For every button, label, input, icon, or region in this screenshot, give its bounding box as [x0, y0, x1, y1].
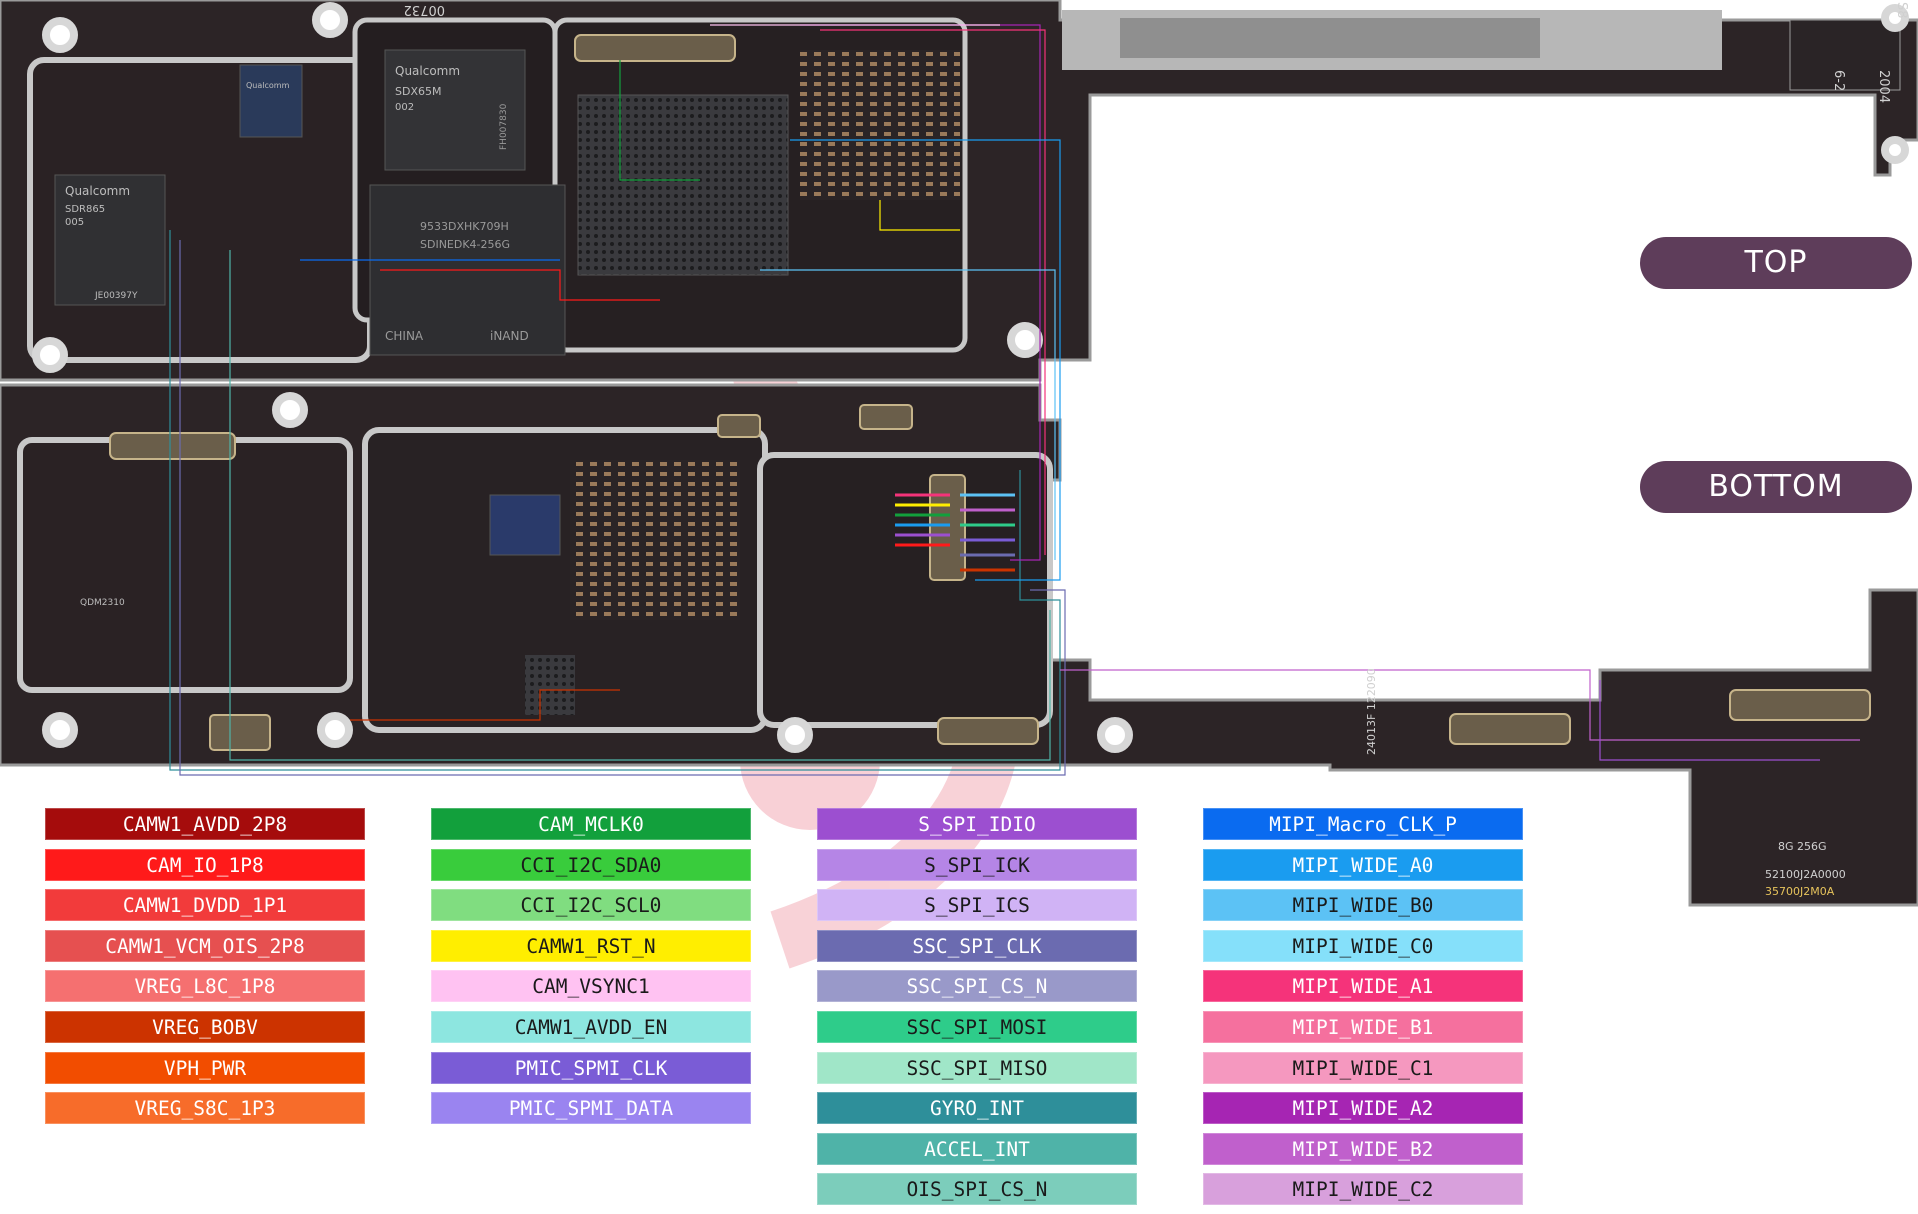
- svg-text:CHINA: CHINA: [385, 329, 424, 343]
- legend-item[interactable]: VPH_PWR: [45, 1051, 365, 1084]
- legend-item[interactable]: CCI_I2C_SCL0: [431, 889, 751, 922]
- svg-text:Qualcomm: Qualcomm: [246, 81, 290, 90]
- legend-item[interactable]: MIPI_WIDE_A2: [1203, 1092, 1523, 1125]
- legend-item[interactable]: MIPI_Macro_CLK_P: [1203, 808, 1523, 840]
- svg-text:8G 256G: 8G 256G: [1778, 840, 1827, 853]
- board-silkscreen: 00732 2004 6-2 S8 24013F 122090 8G 256G …: [404, 2, 1909, 898]
- legend-item[interactable]: PMIC_SPMI_CLK: [431, 1051, 751, 1084]
- svg-text:00732: 00732: [404, 2, 445, 17]
- svg-text:SDINEDK4-256G: SDINEDK4-256G: [420, 238, 510, 251]
- chip-soc-bga: [577, 94, 789, 276]
- legend-item[interactable]: CAMW1_AVDD_EN: [431, 1010, 751, 1043]
- svg-text:9533DXHK709H: 9533DXHK709H: [420, 220, 509, 233]
- svg-text:FH007830: FH007830: [499, 103, 509, 150]
- legend-item[interactable]: CAMW1_AVDD_2P8: [45, 808, 365, 840]
- svg-text:SDX65M: SDX65M: [395, 85, 441, 98]
- legend-item[interactable]: MIPI_WIDE_C1: [1203, 1051, 1523, 1084]
- smd-area-upper: [800, 50, 960, 200]
- legend-item[interactable]: S_SPI_ICS: [817, 889, 1137, 922]
- svg-text:24013F 122090: 24013F 122090: [1365, 668, 1378, 755]
- legend-item[interactable]: GYRO_INT: [817, 1092, 1137, 1125]
- chip-small-qualcomm: Qualcomm FH007830: [239, 64, 509, 150]
- chip-modem: Qualcomm SDX65M 002: [384, 49, 526, 171]
- bottom-side-button[interactable]: BOTTOM: [1640, 461, 1912, 513]
- legend-item[interactable]: SSC_SPI_MISO: [817, 1051, 1137, 1084]
- legend-item[interactable]: VREG_BOBV: [45, 1010, 365, 1043]
- svg-text:002: 002: [395, 102, 414, 113]
- svg-text:35700J2M0A: 35700J2M0A: [1765, 885, 1835, 898]
- legend-item[interactable]: MIPI_WIDE_A1: [1203, 970, 1523, 1003]
- mounting-holes: [32, 2, 1909, 753]
- legend-item[interactable]: SSC_SPI_CLK: [817, 929, 1137, 962]
- legend-item[interactable]: MIPI_WIDE_C2: [1203, 1173, 1523, 1206]
- connectors: [109, 34, 1871, 751]
- signal-traces: [169, 24, 1860, 776]
- legend-item[interactable]: CAM_IO_1P8: [45, 848, 365, 881]
- legend-item[interactable]: PMIC_SPMI_DATA: [431, 1092, 751, 1125]
- chip-pmic: [489, 494, 561, 556]
- svg-text:SDR865: SDR865: [65, 204, 105, 215]
- legend-item[interactable]: CAM_VSYNC1: [431, 970, 751, 1003]
- svg-text:Qualcomm: Qualcomm: [65, 184, 130, 198]
- legend-item[interactable]: MIPI_WIDE_B0: [1203, 889, 1523, 922]
- legend-item[interactable]: CAMW1_RST_N: [431, 929, 751, 962]
- connector-pin-lines: [895, 493, 1015, 572]
- lower-board: [0, 383, 1918, 907]
- svg-text:2004: 2004: [1876, 70, 1891, 103]
- svg-text:005: 005: [65, 217, 84, 228]
- legend-item[interactable]: CAMW1_VCM_OIS_2P8: [45, 929, 365, 962]
- legend-item[interactable]: S_SPI_ICK: [817, 848, 1137, 881]
- chip-pmic-label: QDM2310: [80, 598, 125, 608]
- svg-text:S8: S8: [1894, 2, 1909, 19]
- legend-item[interactable]: MIPI_WIDE_A0: [1203, 848, 1523, 881]
- legend-item[interactable]: CAM_MCLK0: [431, 808, 751, 840]
- chip-bga-lower: [525, 655, 575, 715]
- legend-item[interactable]: CAMW1_DVDD_1P1: [45, 889, 365, 922]
- top-side-button[interactable]: TOP: [1640, 237, 1912, 289]
- legend-item[interactable]: MIPI_WIDE_C0: [1203, 929, 1523, 962]
- smd-area: [570, 460, 740, 620]
- svg-text:6-2: 6-2: [1831, 70, 1846, 91]
- legend-item[interactable]: VREG_L8C_1P8: [45, 970, 365, 1003]
- legend-item[interactable]: MIPI_WIDE_B1: [1203, 1010, 1523, 1043]
- legend-item[interactable]: MIPI_WIDE_B2: [1203, 1132, 1523, 1165]
- legend-item[interactable]: SSC_SPI_MOSI: [817, 1010, 1137, 1043]
- legend-item[interactable]: OIS_SPI_CS_N: [817, 1173, 1137, 1206]
- legend-item[interactable]: SSC_SPI_CS_N: [817, 970, 1137, 1003]
- legend-item[interactable]: S_SPI_IDIO: [817, 808, 1137, 840]
- legend-item[interactable]: ACCEL_INT: [817, 1132, 1137, 1165]
- svg-text:iNAND: iNAND: [490, 329, 529, 343]
- legend-item[interactable]: CCI_I2C_SDA0: [431, 848, 751, 881]
- svg-text:52100J2A0000: 52100J2A0000: [1765, 868, 1846, 881]
- chip-rf: Qualcomm SDR865 005 JE00397Y: [54, 174, 166, 306]
- svg-text:JE00397Y: JE00397Y: [94, 291, 138, 301]
- svg-text:Qualcomm: Qualcomm: [395, 64, 460, 78]
- legend-column-spi-sensors: S_SPI_IDIO S_SPI_ICK S_SPI_ICS SSC_SPI_CLK S…: [817, 808, 1139, 1214]
- legend-item[interactable]: VREG_S8C_1P3: [45, 1092, 365, 1125]
